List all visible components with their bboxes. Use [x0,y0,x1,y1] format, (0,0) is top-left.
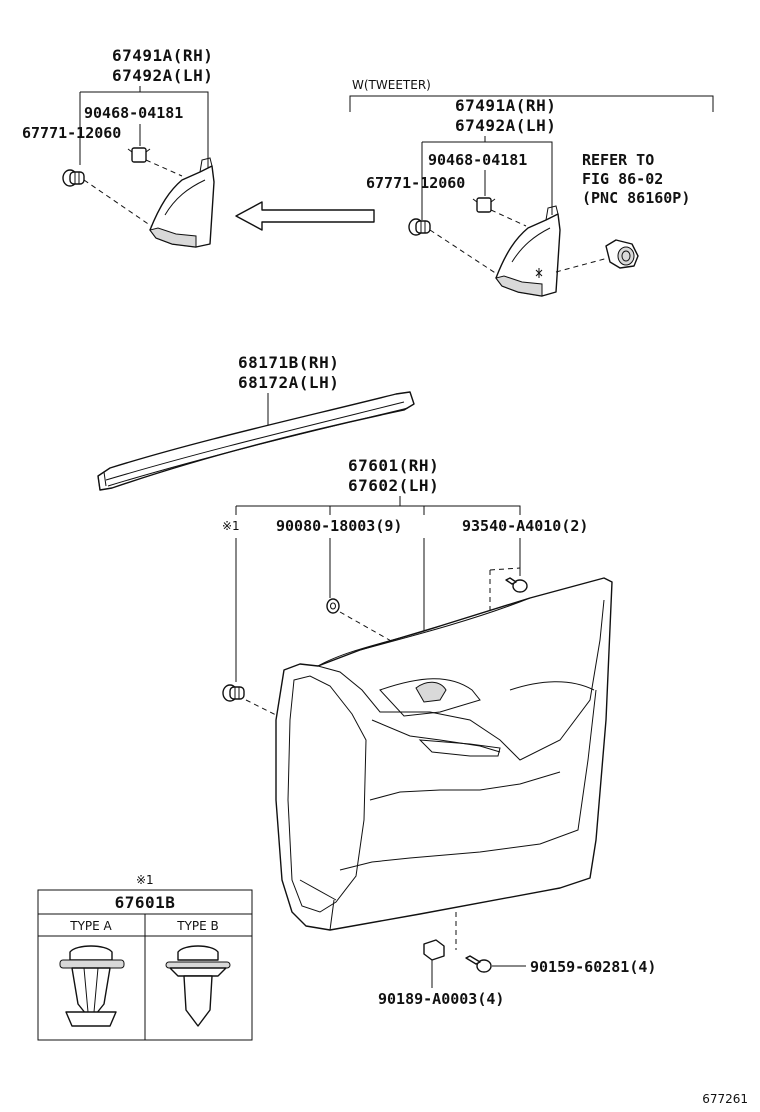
label-part-lh[interactable]: 67492A(LH) [112,66,213,85]
label-variant[interactable]: W(TWEETER) [352,78,431,92]
label-fastener[interactable]: 67771-12060 [366,174,465,192]
inset-part[interactable]: 67601B [115,893,176,912]
top-left-group: 67491A(RH) 67492A(LH) 90468-04181 67771-… [22,46,215,248]
dash-line [145,159,183,177]
dash-line [555,257,609,273]
clip-type-a-icon[interactable] [59,945,125,1027]
note-mark: ※1 [222,519,240,533]
label-clip[interactable]: 90468-04181 [428,151,527,169]
label-part-rh[interactable]: 67491A(RH) [455,96,556,115]
label-screw-bottom[interactable]: 90159-60281(4) [530,958,656,976]
label-fastener[interactable]: 67771-12060 [22,124,121,142]
leader-bracket [236,505,521,515]
dash-line [83,179,161,233]
note-mark: ※1 [136,873,154,887]
screw-icon[interactable] [465,955,492,973]
top-right-group: W(TWEETER) 67491A(RH) 67492A(LH) 90468-0… [349,78,714,297]
clip-type-inset: ※1 67601B TYPE A TYPE B [37,873,253,1041]
refer-line-1[interactable]: REFER TO [582,151,654,169]
inset-grid [38,913,252,1040]
label-part-lh[interactable]: 68172A(LH) [238,373,339,392]
fastener-icon[interactable] [62,169,85,187]
clip-icon[interactable] [472,197,496,213]
figure-id: 677261 [702,1092,748,1106]
dash-line [339,611,461,681]
fastener-icon[interactable] [408,218,431,236]
label-part-rh[interactable]: 67491A(RH) [112,46,213,65]
clip-icon[interactable] [127,147,151,163]
direction-arrow-icon [235,201,375,231]
clip-type-b-icon[interactable] [165,945,231,1027]
label-clip-qty[interactable]: 90080-18003(9) [276,517,402,535]
refer-line-3[interactable]: (PNC 86160P) [582,189,690,207]
dash-line [490,209,527,227]
leader-bracket [422,141,553,215]
label-screw-qty[interactable]: 93540-A4010(2) [462,517,588,535]
label-clip[interactable]: 90468-04181 [84,104,183,122]
door-trim-panel-icon[interactable] [275,577,613,931]
door-panel-group: 67601(RH) 67602(LH) ※1 90080-18003(9) 93… [222,456,656,1008]
weatherstrip-icon[interactable] [97,391,415,491]
clip-icon[interactable] [326,598,340,614]
garnish-tweeter-icon[interactable] [495,205,561,297]
label-part-lh[interactable]: 67602(LH) [348,476,439,495]
dash-line [429,229,507,281]
type-a-label: TYPE A [69,919,112,933]
label-part-lh[interactable]: 67492A(LH) [455,116,556,135]
refer-line-2[interactable]: FIG 86-02 [582,170,663,188]
label-part-rh[interactable]: 68171B(RH) [238,353,339,372]
variant-bracket [349,95,714,112]
garnish-cover-icon[interactable] [149,157,215,248]
label-part-rh[interactable]: 67601(RH) [348,456,439,475]
screw-icon[interactable] [505,577,528,593]
clip-icon[interactable] [423,939,445,968]
tweeter-speaker-icon[interactable] [605,239,639,269]
type-b-label: TYPE B [176,919,219,933]
weatherstrip-group: 68171B(RH) 68172A(LH) [97,353,415,491]
leader-bracket [80,91,209,168]
dash-line [245,699,283,719]
label-clip-bottom[interactable]: 90189-A0003(4) [378,990,504,1008]
push-clip-icon[interactable] [222,684,245,702]
